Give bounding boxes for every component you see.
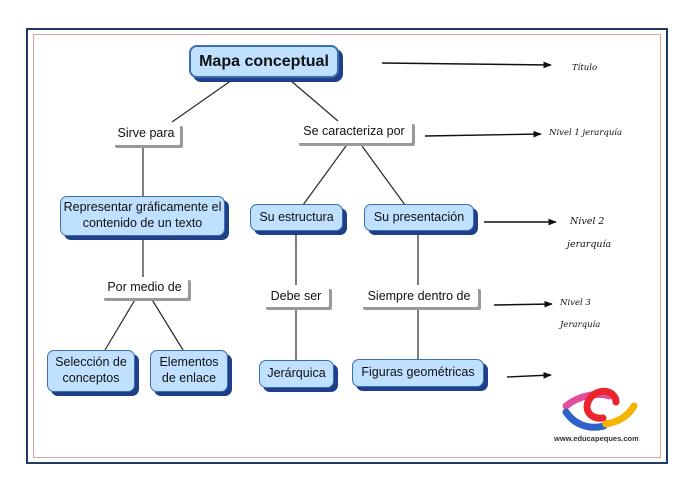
concept-jerarquica: Jerárquica <box>259 360 334 388</box>
link-label-por-medio-de: Por medio de <box>101 277 188 298</box>
concept-seleccion: Selección de conceptos <box>47 350 135 392</box>
line-caracteriza-presentacion <box>361 145 406 206</box>
arrow-nivel3 <box>493 300 553 308</box>
note-nivel2-b: jerarquía <box>567 239 612 250</box>
link-label-debe-ser: Debe ser <box>263 286 329 307</box>
link-label-sirve-para: Sirve para <box>112 123 180 145</box>
link-label-se-caracteriza-por: Se caracteriza por <box>296 121 412 143</box>
title-concept: Mapa conceptual <box>189 45 339 78</box>
logo-text: www.educapeques.com <box>554 434 639 443</box>
note-titulo: Título <box>572 63 598 73</box>
line-pormedio-seleccion <box>104 297 137 351</box>
concept-elementos: Elementos de enlace <box>150 350 228 392</box>
link-label-siempre-dentro-de: Siempre dentro de <box>360 286 478 307</box>
educapeques-logo <box>562 387 638 431</box>
line-caracteriza-estructura <box>302 145 347 206</box>
outer-frame <box>26 28 668 464</box>
concept-figuras: Figuras geométricas <box>352 359 484 387</box>
note-nivel2-a: Nivel 2 <box>570 216 605 227</box>
arrow-titulo <box>381 61 552 69</box>
inner-frame <box>33 34 661 458</box>
concept-su-presentacion: Su presentación <box>364 204 474 231</box>
line-title-sirve <box>171 79 233 123</box>
note-nivel3-b: Jerarquía <box>560 320 601 330</box>
line-title-caracteriza <box>289 79 339 122</box>
arrow-nivel1 <box>424 130 542 138</box>
note-nivel3-a: Nivel 3 <box>560 298 591 308</box>
concept-su-estructura: Su estructura <box>250 204 343 231</box>
note-nivel1: Nivel 1 jerarquía <box>549 128 623 138</box>
arrow-figuras <box>506 371 552 379</box>
concept-representar: Representar gráficamente el contenido de… <box>60 196 225 236</box>
line-pormedio-elementos <box>150 297 184 351</box>
